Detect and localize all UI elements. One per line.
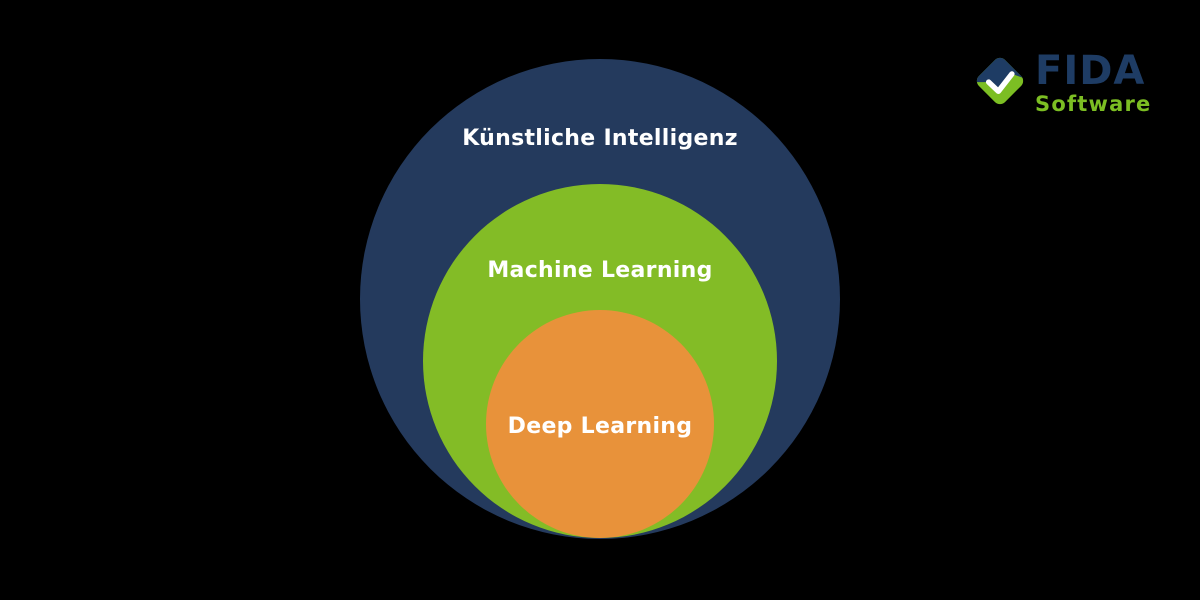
fida-logo: FIDA Software — [974, 48, 1152, 116]
logo-text-block: FIDA Software — [1035, 48, 1152, 116]
diamond-check-icon — [974, 55, 1026, 107]
label-deep-learning: Deep Learning — [507, 414, 693, 439]
label-kuenstliche-intelligenz: Künstliche Intelligenz — [462, 126, 738, 151]
circle-deep-learning — [486, 310, 714, 538]
label-machine-learning: Machine Learning — [487, 258, 713, 283]
logo-wordmark: FIDA — [1035, 48, 1146, 94]
logo-subtitle: Software — [1035, 92, 1152, 116]
